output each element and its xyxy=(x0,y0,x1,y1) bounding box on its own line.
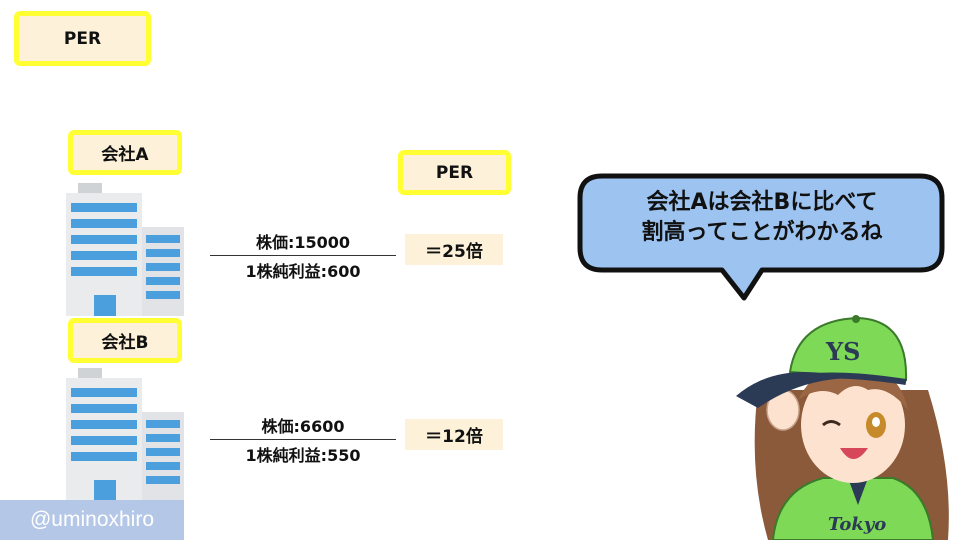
author-handle-text: @uminoxhiro xyxy=(29,508,155,531)
company-b-result-text: ＝12倍 xyxy=(425,427,483,447)
company-b-label-box: 会社B xyxy=(68,318,182,363)
company-a-price: 株価:15000 xyxy=(255,233,351,252)
per-header-box: PER xyxy=(398,150,511,195)
company-b-fraction: 株価:6600 1株純利益:550 xyxy=(210,413,396,466)
per-header-text: PER xyxy=(435,162,474,183)
building-a-icon xyxy=(66,183,184,316)
fraction-a-line xyxy=(210,255,396,256)
cap-logo: YS xyxy=(825,337,860,366)
title-box: PER xyxy=(14,11,151,66)
company-a-result: ＝25倍 xyxy=(405,234,503,265)
fraction-b-line xyxy=(210,439,396,440)
building-b-icon xyxy=(66,368,184,500)
jersey-text: Tokyo xyxy=(828,514,886,535)
company-a-result-text: ＝25倍 xyxy=(425,242,483,262)
company-b-result: ＝12倍 xyxy=(405,419,503,450)
character-illustration: YS Tokyo xyxy=(736,315,949,540)
speech-bubble xyxy=(577,173,945,301)
bubble-line-1: 会社Aは会社Bに比べて xyxy=(646,190,878,215)
author-handle: @uminoxhiro xyxy=(0,500,184,540)
company-a-eps: 1株純利益:600 xyxy=(245,262,361,281)
company-b-label: 会社B xyxy=(101,333,149,353)
company-a-label-box: 会社A xyxy=(68,130,182,175)
company-b-eps: 1株純利益:550 xyxy=(245,446,361,465)
title-text: PER xyxy=(63,28,102,49)
company-a-label: 会社A xyxy=(101,145,149,165)
bubble-line-2: 割高ってことがわかるね xyxy=(641,220,883,245)
speech-bubble-text: 会社Aは会社Bに比べて 割高ってことがわかるね xyxy=(590,188,934,248)
company-a-fraction: 株価:15000 1株純利益:600 xyxy=(210,229,396,282)
company-b-price: 株価:6600 xyxy=(261,417,345,436)
